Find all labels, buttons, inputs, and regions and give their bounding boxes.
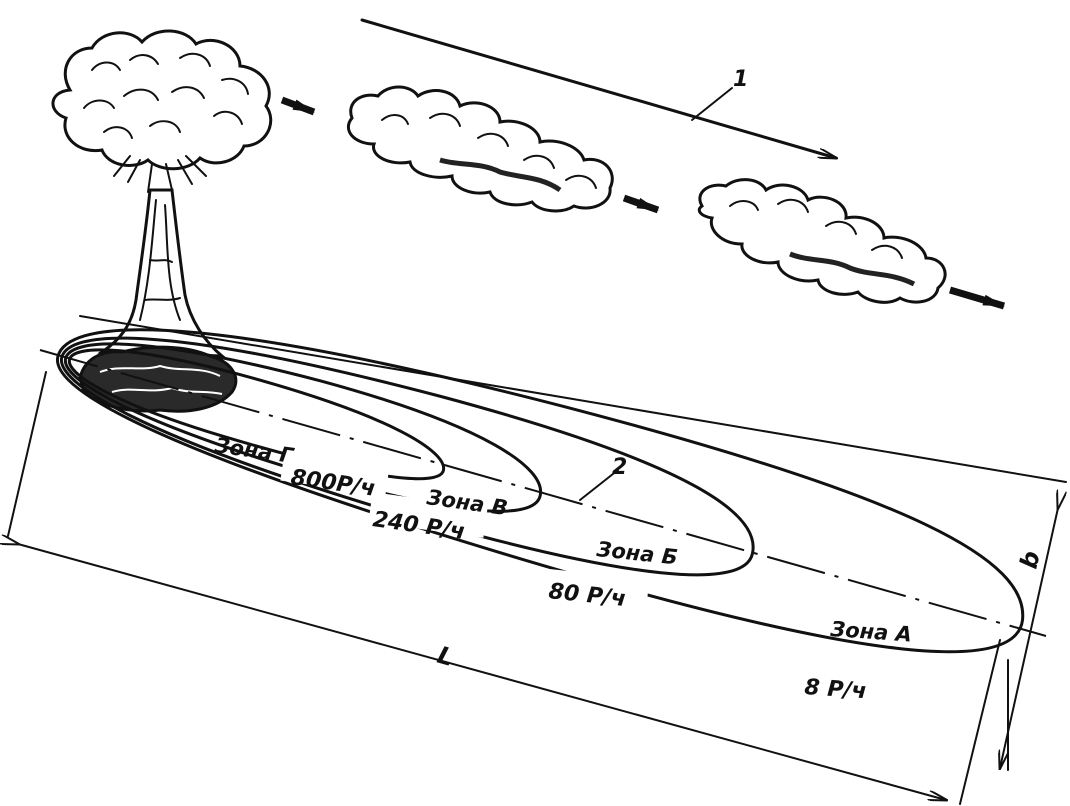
- cloud-movement-arrows: [280, 96, 1006, 310]
- zone-a-dose: 8 Р/ч: [804, 675, 868, 704]
- wind-direction-callout: 1: [733, 67, 748, 92]
- contour-800-rh: [67, 348, 446, 481]
- contour-240-rh: [63, 342, 543, 513]
- zone-g-name: Зона Г: [212, 433, 296, 468]
- width-label: b: [1015, 548, 1046, 571]
- dimension-lines: [8, 315, 1067, 805]
- mushroom-cloud: [51, 29, 273, 413]
- wind-direction-line: [360, 18, 836, 158]
- drifting-cloud-2: [697, 178, 947, 304]
- zone-a-name: Зона А: [829, 617, 913, 647]
- trace-axis: [39, 349, 1047, 637]
- drifting-cloud-1: [346, 85, 614, 213]
- trace-axis-callout: 2: [612, 455, 627, 480]
- length-label: L: [434, 641, 456, 672]
